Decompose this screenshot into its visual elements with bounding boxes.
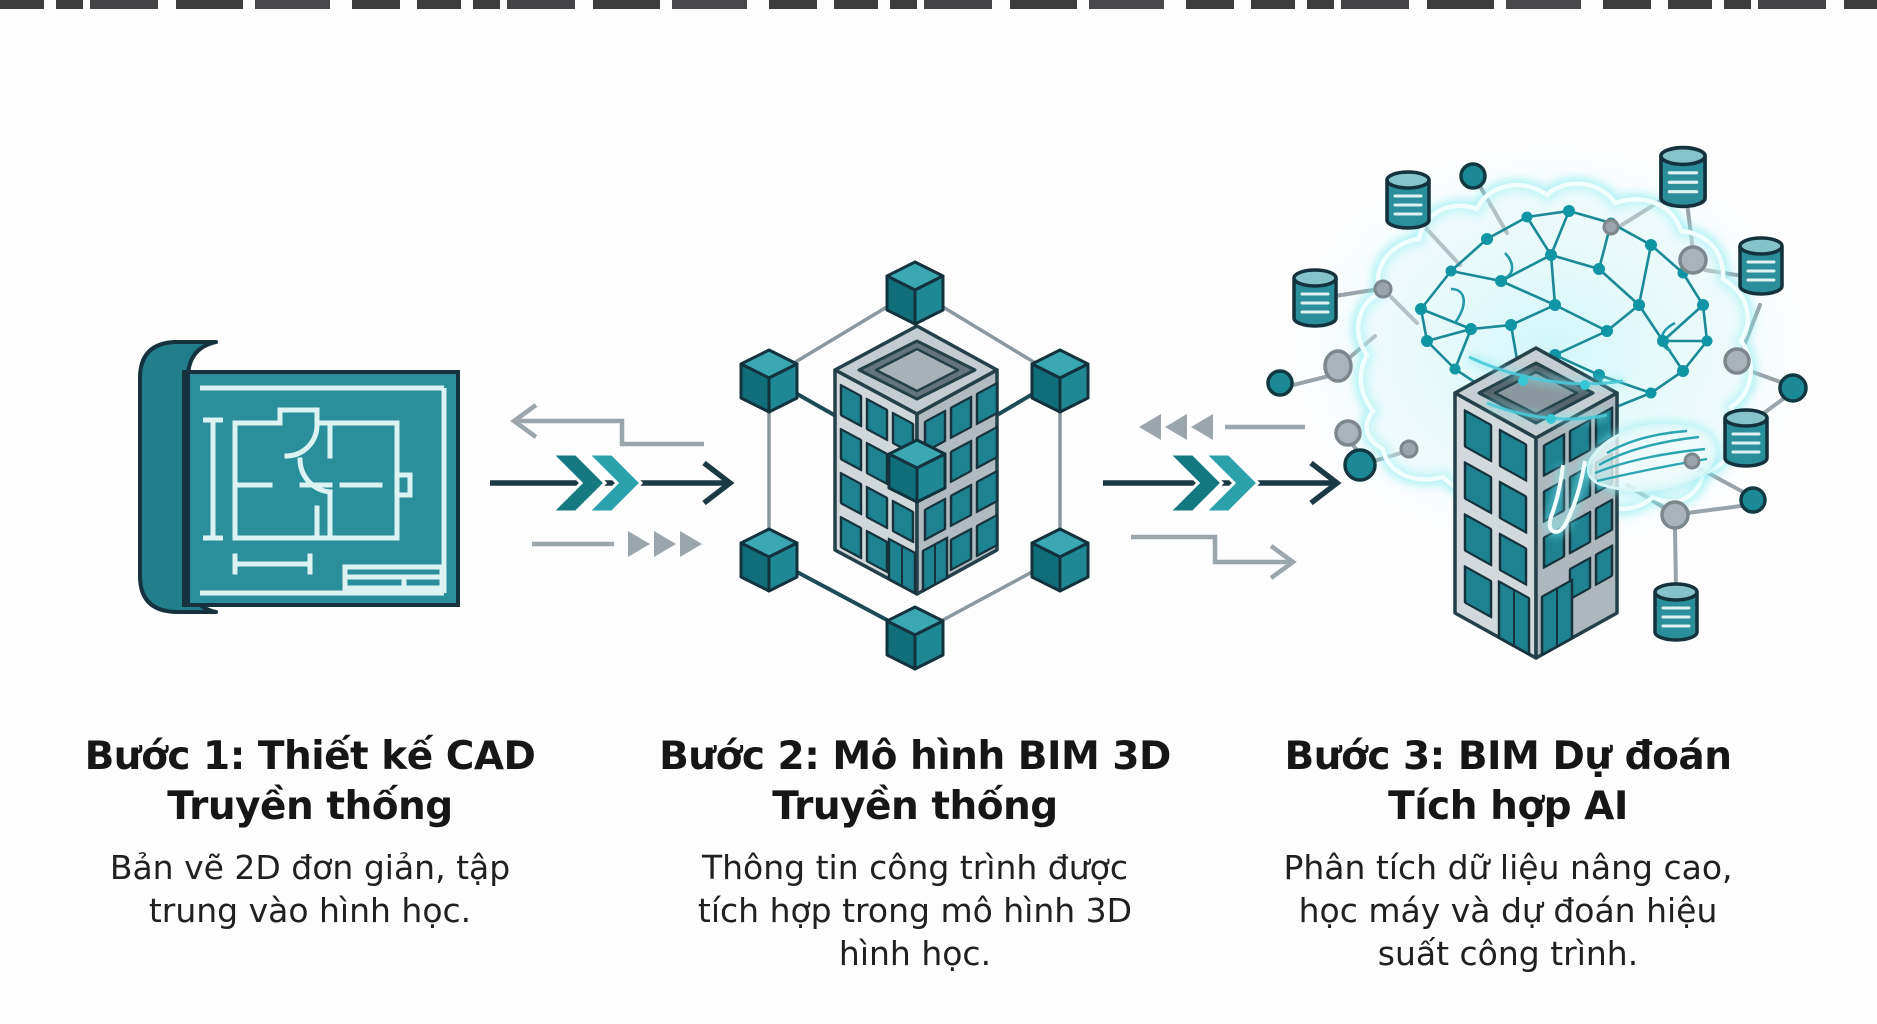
step-1-title-line-1: Bước 1: Thiết kế CAD (84, 734, 536, 779)
gray-node (1373, 279, 1393, 299)
step-2-text-block: Bước 2: Mô hình BIM 3D Truyền thống Thôn… (650, 732, 1180, 975)
step-1-description: Bản vẽ 2D đơn giản, tập trung vào hình h… (40, 846, 580, 932)
blueprint-scroll-icon (138, 340, 460, 614)
step-3-title: Bước 3: BIM Dự đoán Tích hợp AI (1243, 732, 1773, 832)
step-3-desc-line-3: suất công trình. (1377, 934, 1639, 973)
teal-node (1266, 369, 1294, 397)
step-3-description: Phân tích dữ liệu nâng cao, học máy và d… (1243, 846, 1773, 975)
step-3-text-block: Bước 3: BIM Dự đoán Tích hợp AI Phân tíc… (1243, 732, 1773, 975)
step-1-title: Bước 1: Thiết kế CAD Truyền thống (40, 732, 580, 832)
vertex-data-cubes (739, 260, 1090, 671)
brain-stem (1544, 460, 1590, 537)
step-2-desc-line-2: tích hợp trong mô hình 3D (697, 891, 1133, 930)
floor-plan-lines (232, 407, 445, 591)
scroll-roll (138, 340, 218, 614)
step-3-desc-line-1: Phân tích dữ liệu nâng cao, (1283, 848, 1733, 887)
step-2-description: Thông tin công trình được tích hợp trong… (650, 846, 1180, 975)
teal-node (1459, 162, 1487, 190)
step-2-title-line-1: Bước 2: Mô hình BIM 3D (659, 734, 1171, 779)
arrow-group-2 (1103, 414, 1342, 580)
double-chevron-forward-arrow-icon (490, 452, 735, 514)
gray-step-forward-arrow-icon (1131, 534, 1297, 580)
step-3-title-line-2: Tích hợp AI (1388, 784, 1628, 829)
step-2-desc-line-1: Thông tin công trình được (701, 848, 1128, 887)
step-3-title-line-1: Bước 3: BIM Dự đoán (1284, 734, 1732, 779)
ai-building (1453, 346, 1619, 660)
gray-node (1723, 347, 1751, 375)
step-2-title-line-2: Truyền thống (772, 784, 1058, 829)
step-2-desc-line-3: hình học. (838, 934, 992, 973)
step-1-desc-line-2: trung vào hình học. (148, 891, 472, 930)
left-face-windows (1463, 409, 1531, 656)
step-1-desc-line-1: Bản vẽ 2D đơn giản, tập (109, 848, 511, 887)
top-cropped-text-artifact (0, 0, 1877, 9)
triple-triangle-forward-icon (532, 531, 702, 557)
step-2-title: Bước 2: Mô hình BIM 3D Truyền thống (650, 732, 1180, 832)
ai-brain-building-network-icon (1266, 143, 1808, 660)
gray-node (1602, 218, 1620, 236)
bim-building (833, 324, 999, 596)
double-chevron-forward-arrow-icon (1103, 452, 1342, 514)
bim-wireframe-cube-building-icon (739, 260, 1090, 671)
gray-node (1399, 439, 1419, 459)
step-1-text-block: Bước 1: Thiết kế CAD Truyền thống Bản vẽ… (40, 732, 580, 932)
teal-node (1343, 448, 1377, 482)
gray-return-arrow-icon (510, 403, 704, 447)
triple-triangle-back-icon (1139, 414, 1305, 440)
blueprint-sheet (182, 370, 460, 607)
gray-node (1683, 452, 1701, 470)
teal-node (1739, 486, 1767, 514)
cerebellum (1584, 421, 1720, 495)
arrow-group-1 (490, 403, 735, 557)
gray-node (1323, 349, 1353, 383)
network-nodes (1266, 162, 1808, 530)
gray-node (1678, 245, 1708, 275)
step-3-desc-line-2: học máy và dự đoán hiệu (1298, 891, 1718, 930)
teal-node (1778, 373, 1808, 403)
step-1-title-line-2: Truyền thống (167, 784, 453, 829)
gray-node (1334, 419, 1362, 447)
brain-overlay-glow (1467, 353, 1720, 537)
gray-node (1660, 500, 1690, 530)
